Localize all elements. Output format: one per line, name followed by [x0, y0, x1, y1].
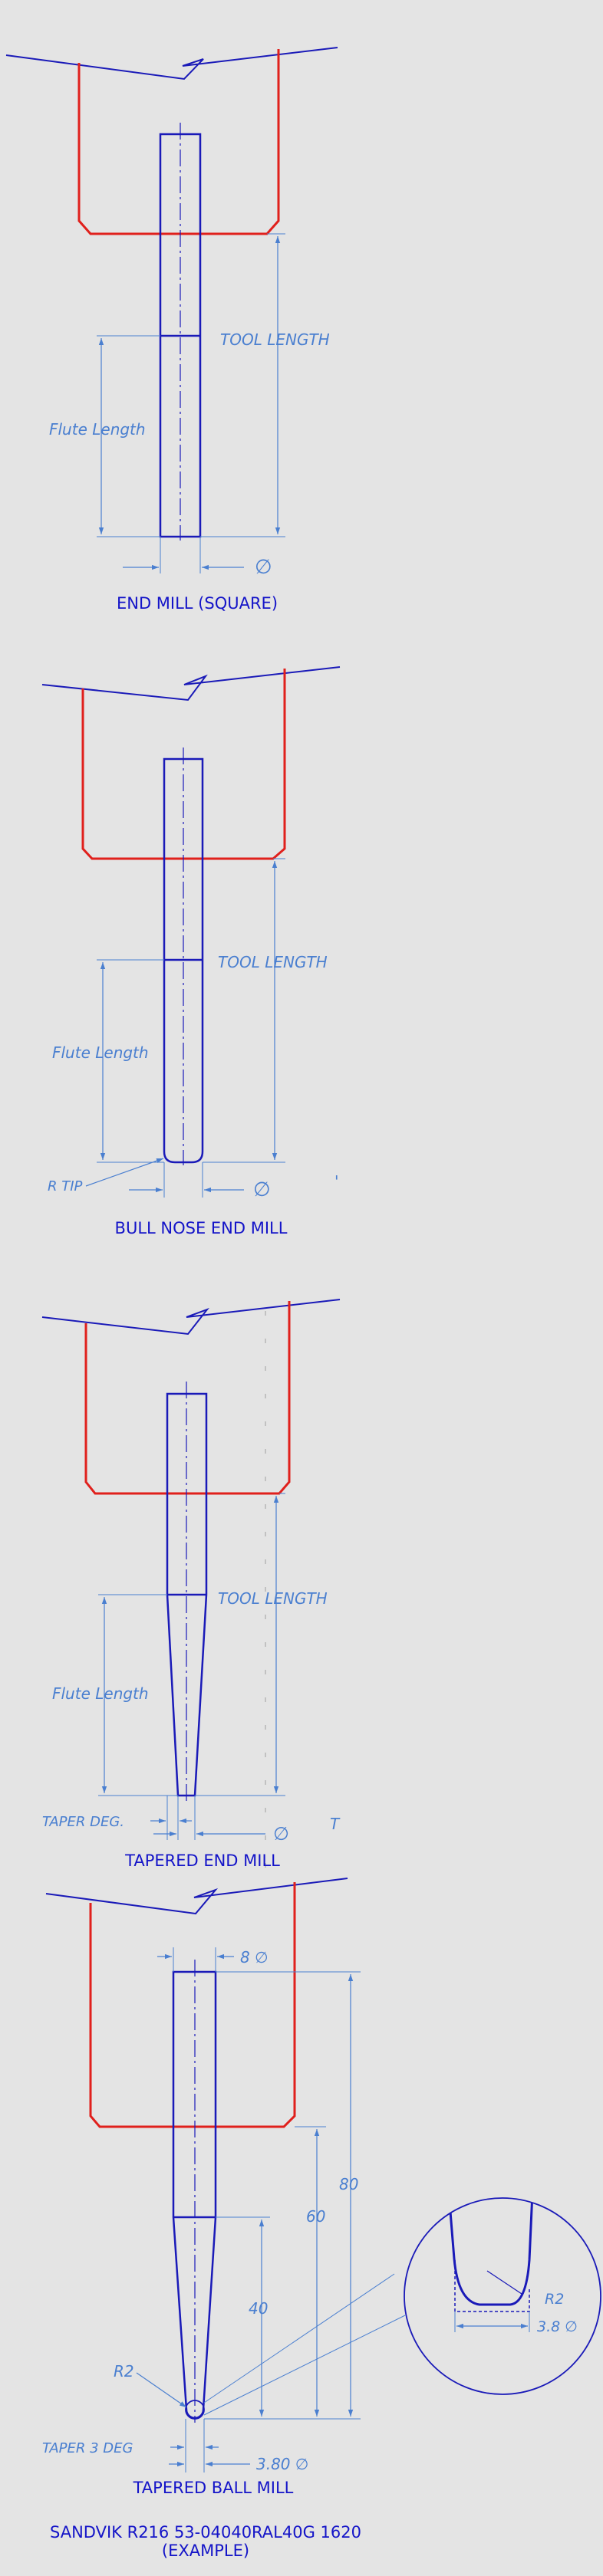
drawing-caption: TAPERED BALL MILL [133, 2479, 294, 2497]
ball-tip-outline [185, 2400, 205, 2420]
taper-label: TAPER 3 DEG [42, 2440, 133, 2456]
detail-leader [203, 2315, 406, 2416]
detail-circle [404, 2197, 601, 2395]
spindle-break-line [5, 47, 338, 80]
spindle-break-line [45, 1878, 348, 1915]
tool-length-label: TOOL LENGTH [218, 953, 328, 971]
diameter-symbol: ∅ [255, 556, 272, 579]
detail-radius-label: R2 [545, 2291, 564, 2308]
ball-radius-leader [136, 2372, 187, 2408]
diameter-symbol: ∅ [253, 1178, 271, 1201]
drawing-caption: END MILL (SQUARE) [117, 594, 278, 613]
drawing-caption: BULL NOSE END MILL [115, 1219, 288, 1237]
tool-body [163, 757, 204, 1164]
detail-leader [203, 2273, 395, 2404]
drawing-caption: TAPERED END MILL [124, 1852, 280, 1870]
flute-length-label: Flute Length [52, 1043, 149, 1062]
tip-detail-view: R2 3.8 ∅ [404, 2197, 601, 2395]
detail-tool-profile [447, 2198, 534, 2306]
tool-holder [84, 1301, 291, 1495]
tip-radius-leader [85, 1158, 164, 1187]
taper-label: TAPER DEG. [42, 1814, 124, 1830]
tool-body [172, 1970, 217, 2420]
footer-title: SANDVIK R216 53-04040RAL40G 1620 [50, 2523, 361, 2542]
tool-holder [89, 1882, 296, 2128]
tapered-end-mill-drawing: TOOL LENGTH Flute Length TAPER DEG. ∅ T … [41, 1299, 341, 1886]
shank-length-label: 60 [306, 2207, 325, 2226]
ball-radius-label: R2 [114, 2362, 134, 2380]
detail-diameter-label: 3.8 ∅ [537, 2318, 578, 2335]
diameter-symbol: ∅ [273, 1823, 289, 1845]
spindle-break-line [41, 1299, 341, 1336]
flute-length-label: Flute Length [52, 1684, 149, 1703]
overall-length-label: 80 [339, 2175, 358, 2193]
tip-diameter-label: 3.80 ∅ [256, 2455, 308, 2473]
detail-radius-leader [486, 2270, 522, 2295]
end-mill-square-drawing: TOOL LENGTH Flute Length ∅ END MILL (SQU… [5, 47, 338, 613]
tool-holder [81, 669, 286, 860]
bull-nose-end-mill-drawing: TOOL LENGTH Flute Length R TIP ∅ ' BULL … [41, 666, 341, 1237]
tool-length-label: TOOL LENGTH [220, 330, 330, 349]
shank-diameter-label: 8 ∅ [240, 1948, 269, 1967]
detail-hidden-profile [454, 2260, 530, 2312]
spindle-break-line [41, 666, 341, 702]
tip-radius-label: R TIP [48, 1178, 83, 1194]
stray-mark: ' [334, 1172, 339, 1191]
flute-length-label: 40 [249, 2299, 268, 2318]
tapered-ball-mill-drawing: 8 ∅ 80 60 40 R2 TAPER 3 DEG 3.80 ∅ TAPER… [42, 1878, 601, 2497]
tool-holder [77, 49, 280, 235]
edge-mark: T [330, 1815, 341, 1833]
flute-length-label: Flute Length [49, 420, 146, 439]
tool-length-label: TOOL LENGTH [218, 1589, 328, 1608]
footer-subtitle: (EXAMPLE) [162, 2542, 249, 2560]
